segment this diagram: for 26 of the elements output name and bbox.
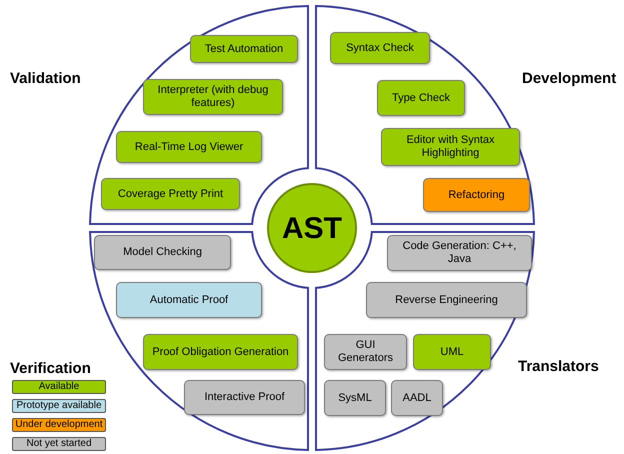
quadrant-heading: Verification [10,359,91,379]
feature-box: SysML [324,380,386,416]
feature-box: Proof Obligation Generation [143,334,298,370]
quadrant-heading: Development [522,69,616,89]
feature-box: AADL [391,380,443,416]
feature-box: Interactive Proof [184,380,305,415]
quadrant-heading: Translators [518,357,599,377]
feature-box: Interpreter (with debug features) [143,79,283,115]
legend-swatch: Under development [12,418,106,432]
feature-box: Syntax Check [330,32,430,64]
feature-box: Editor with Syntax Highlighting [381,128,520,166]
feature-box: GUI Generators [324,334,407,370]
feature-box: Automatic Proof [116,282,262,318]
feature-box: Code Generation: C++, Java [387,235,532,271]
feature-box: Real-Time Log Viewer [116,131,262,163]
feature-box: Model Checking [94,235,231,270]
feature-box: UML [413,334,491,370]
feature-box: Coverage Pretty Print [101,178,240,210]
legend-swatch: Not yet started [12,437,106,451]
quadrant-heading: Validation [10,69,81,89]
feature-box: Reverse Engineering [366,282,527,318]
legend-swatch: Available [12,380,106,394]
feature-box: Refactoring [423,178,530,212]
feature-box: Test Automation [190,35,298,63]
feature-box: Type Check [377,80,465,116]
legend-swatch: Prototype available [12,399,106,413]
